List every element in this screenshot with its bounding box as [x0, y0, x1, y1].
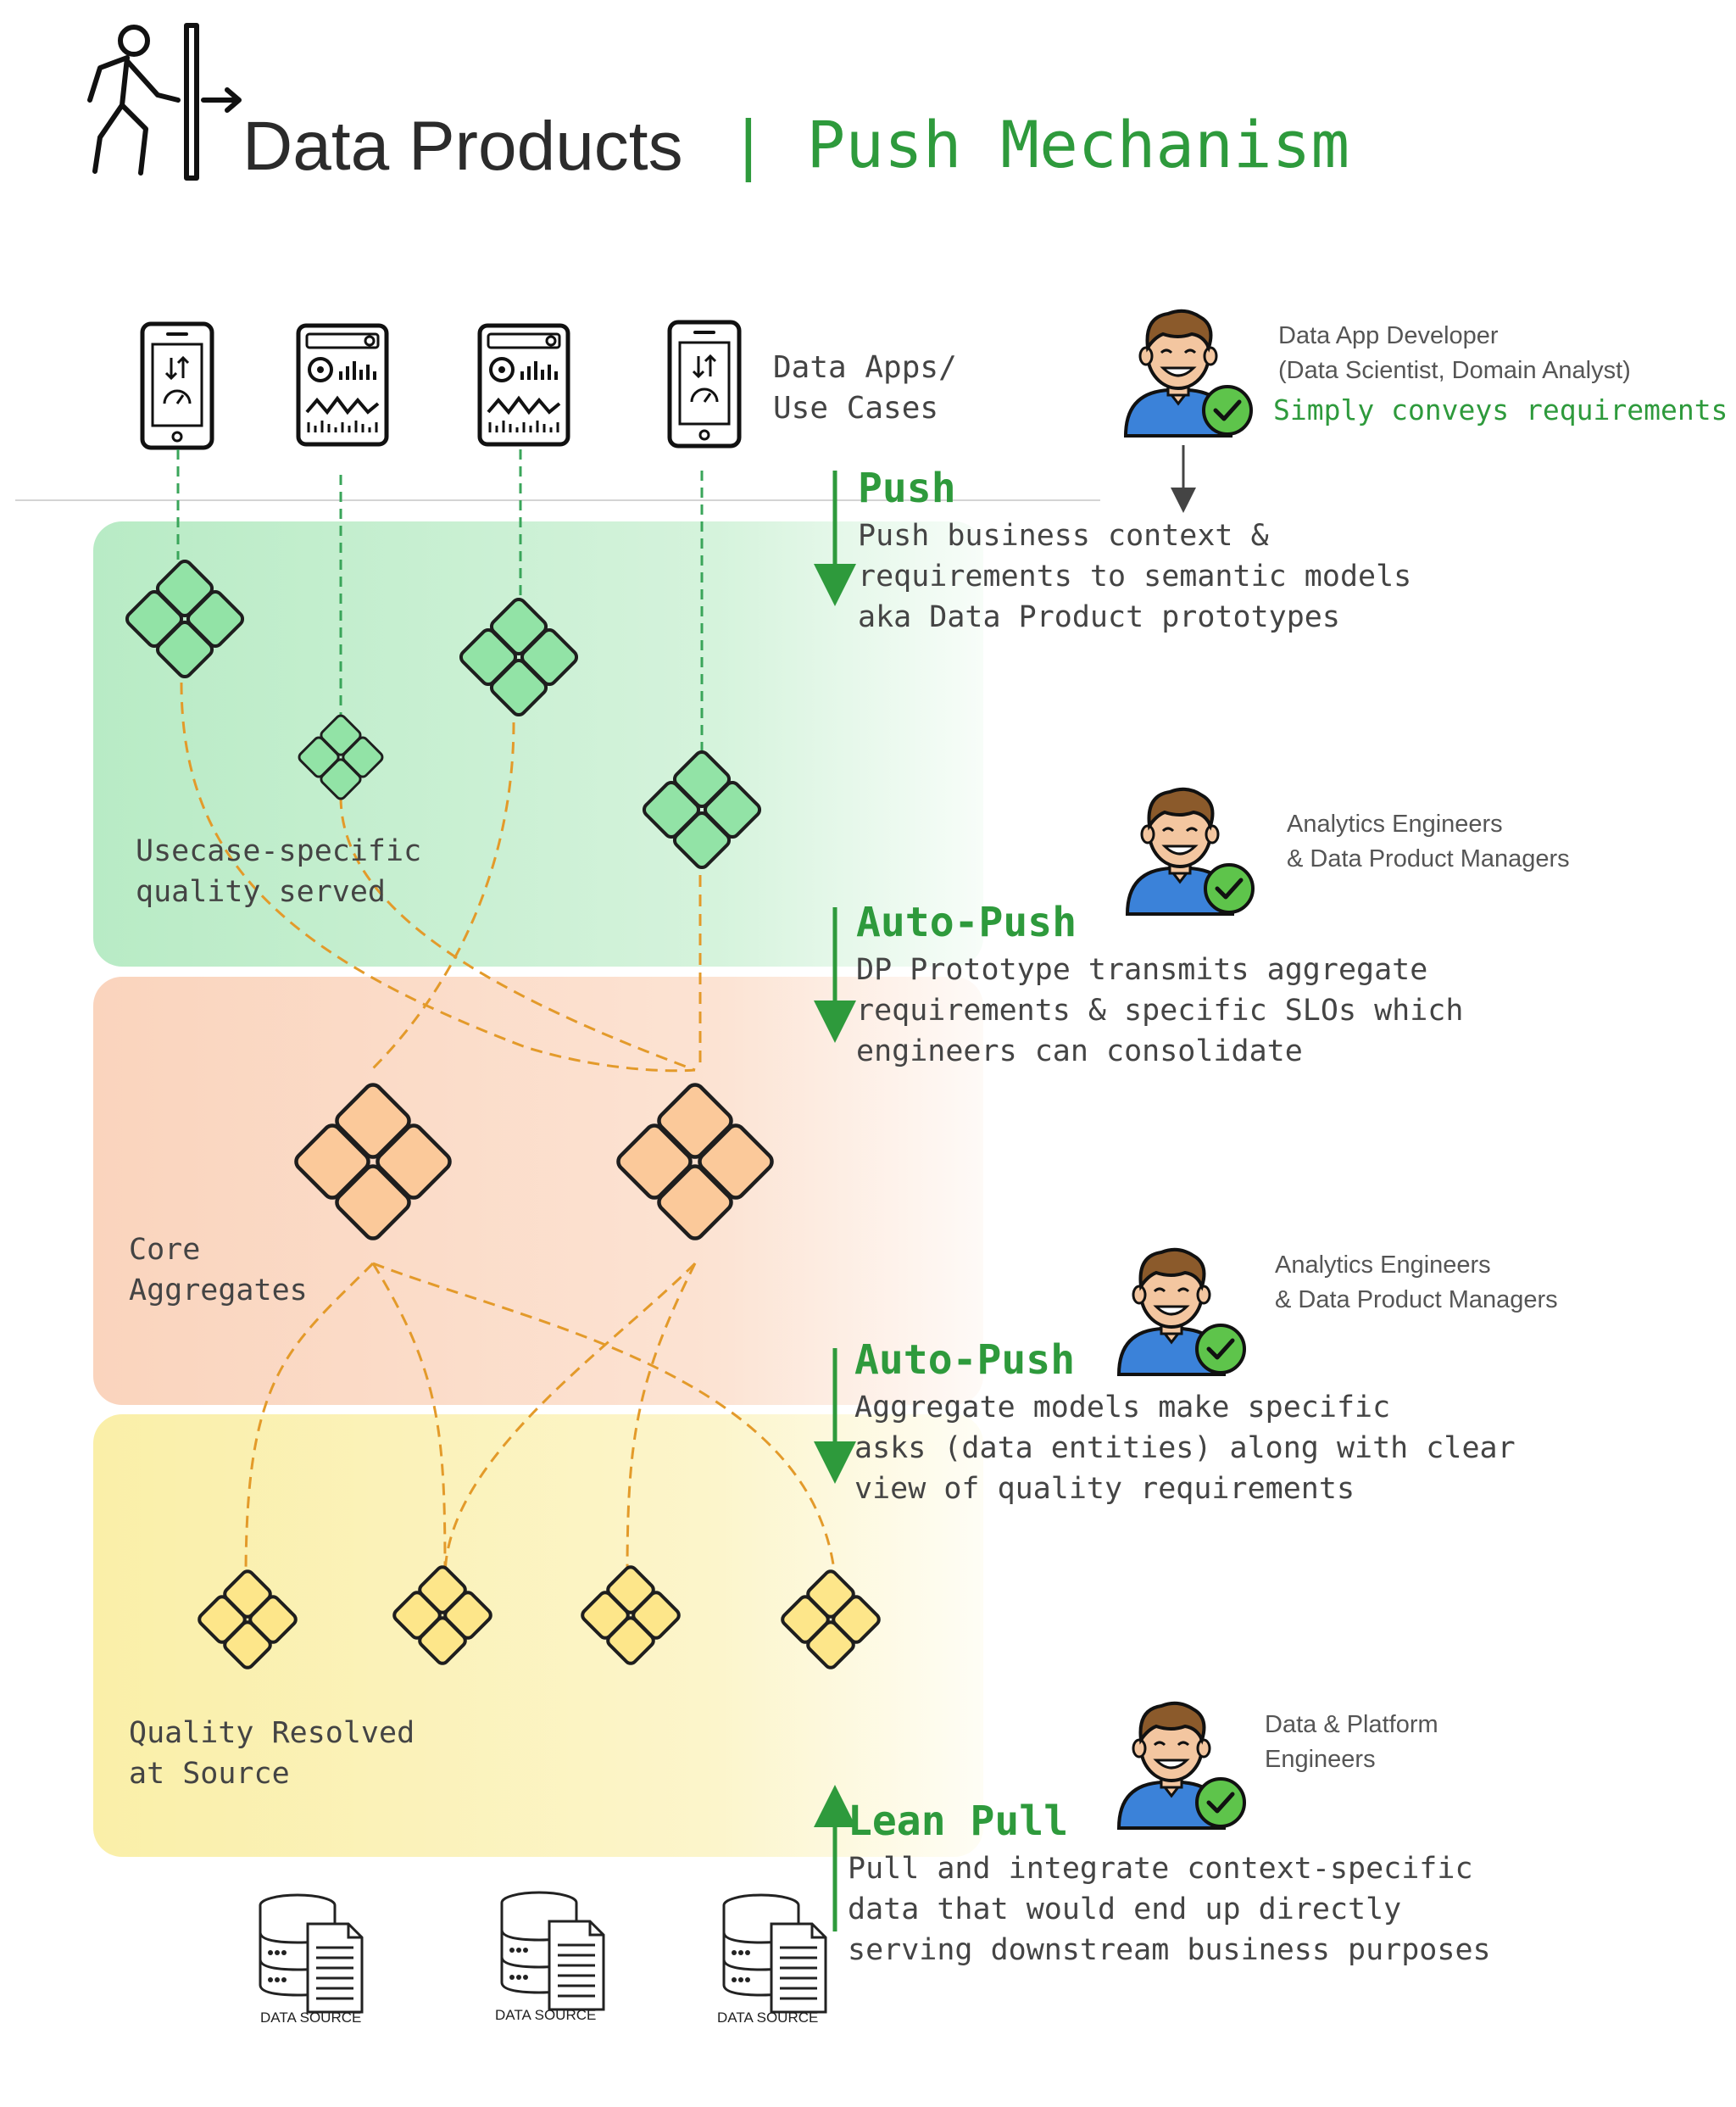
source-label-line1: Quality Resolved	[129, 1716, 415, 1750]
persona-label-platform: Data & Platform Engineers	[1265, 1708, 1438, 1777]
persona-role: Analytics Engineers	[1287, 811, 1503, 838]
persona-role-detail: (Data Scientist, Domain Analyst)	[1278, 357, 1631, 384]
developer-avatar-check-icon	[1126, 311, 1251, 436]
step-lean-pull: Lean Pull Pull and integrate context-spe…	[848, 1798, 1491, 1970]
core-aggregate-cluster	[292, 1081, 453, 1241]
developer-avatar-check-icon	[1127, 789, 1253, 914]
step-line: DP Prototype transmits aggregate	[856, 953, 1428, 987]
usecase-cluster	[296, 712, 386, 802]
step-description: Pull and integrate context-specific data…	[848, 1848, 1491, 1970]
core-label-line2: Aggregates	[129, 1274, 308, 1307]
source-layer-label: Quality Resolved at Source	[129, 1713, 415, 1794]
database-document-icon	[722, 1893, 827, 2014]
persona-role-detail: & Data Product Managers	[1275, 1286, 1558, 1313]
step-description: Aggregate models make specific asks (dat…	[854, 1387, 1516, 1509]
step-heading: Auto-Push	[854, 1336, 1076, 1384]
step-line: Pull and integrate context-specific	[848, 1852, 1473, 1886]
persona-note: Simply conveys requirements	[1273, 393, 1728, 426]
step-heading: Push	[858, 465, 956, 512]
usecase-cluster	[639, 747, 765, 872]
section-divider	[15, 499, 1100, 501]
core-layer-band	[93, 977, 983, 1405]
step-line: asks (data entities) along with clear	[854, 1431, 1516, 1465]
database-document-icon	[500, 1891, 605, 2011]
step-line: engineers can consolidate	[856, 1034, 1303, 1068]
database-document-icon	[259, 1893, 364, 2014]
app-connectors	[176, 449, 704, 750]
step-description: Push business context & requirements to …	[858, 516, 1411, 638]
step-line: Push business context &	[858, 519, 1269, 553]
usecase-to-core-connectors	[180, 682, 702, 1073]
dashboard-icon	[298, 326, 387, 444]
step-line: aka Data Product prototypes	[858, 600, 1340, 634]
apps-label: Data Apps/ Use Cases	[773, 348, 957, 429]
source-cluster	[390, 1563, 495, 1668]
step-push: Push Push business context & requirement…	[858, 465, 1411, 638]
core-layer-label: Core Aggregates	[129, 1229, 308, 1311]
apps-label-line1: Data Apps/	[773, 350, 957, 385]
apps-label-line2: Use Cases	[773, 391, 939, 426]
title-separator: |	[729, 107, 768, 182]
source-cluster	[578, 1563, 683, 1668]
usecase-layer-label: Usecase-specific quality served	[136, 831, 421, 912]
title-main: Data Products	[242, 108, 683, 185]
page-title-accent: | Push Mechanism	[729, 107, 1349, 182]
usecase-cluster	[122, 556, 248, 682]
usecase-label-line1: Usecase-specific	[136, 834, 422, 868]
persona-label-analytics: Analytics Engineers & Data Product Manag…	[1275, 1248, 1558, 1318]
source-cluster	[195, 1567, 300, 1672]
step-line: view of quality requirements	[854, 1472, 1355, 1506]
step-auto-push-1: Auto-Push DP Prototype transmits aggrega…	[856, 899, 1463, 1072]
step-heading: Lean Pull	[848, 1798, 1069, 1845]
data-source-label: DATA SOURCE	[717, 2009, 819, 2026]
usecase-cluster	[456, 594, 581, 720]
mobile-app-icon	[142, 324, 212, 448]
step-description: DP Prototype transmits aggregate require…	[856, 950, 1463, 1072]
step-auto-push-2: Auto-Push Aggregate models make specific…	[854, 1336, 1516, 1509]
persona-label-developer: Data App Developer (Data Scientist, Doma…	[1278, 319, 1631, 388]
step-line: data that would end up directly	[848, 1892, 1402, 1926]
persona-role: Data App Developer	[1278, 322, 1499, 349]
step-line: serving downstream business purposes	[848, 1933, 1491, 1967]
mobile-app-icon	[670, 322, 739, 446]
data-source-label: DATA SOURCE	[260, 2009, 362, 2026]
core-aggregate-cluster	[615, 1081, 775, 1241]
source-label-line2: at Source	[129, 1757, 290, 1791]
source-cluster	[778, 1567, 883, 1672]
title-accent: Push Mechanism	[806, 107, 1350, 182]
persona-role: Analytics Engineers	[1275, 1251, 1491, 1279]
step-line: Aggregate models make specific	[854, 1391, 1391, 1424]
persona-role-detail: Engineers	[1265, 1746, 1376, 1773]
page-title: Data Products	[242, 107, 683, 187]
core-label-line1: Core	[129, 1233, 201, 1267]
dashboard-icon	[480, 326, 568, 444]
step-heading: Auto-Push	[856, 899, 1077, 946]
persona-label-analytics: Analytics Engineers & Data Product Manag…	[1287, 807, 1570, 877]
persona-role: Data & Platform	[1265, 1711, 1438, 1738]
persona-role-detail: & Data Product Managers	[1287, 845, 1570, 872]
usecase-label-line2: quality served	[136, 875, 387, 909]
core-to-source-connectors	[244, 1262, 837, 1578]
step-line: requirements to semantic models	[858, 560, 1412, 594]
person-exiting-door-icon	[87, 23, 242, 181]
step-line: requirements & specific SLOs which	[856, 994, 1464, 1028]
data-source-label: DATA SOURCE	[495, 2007, 597, 2023]
